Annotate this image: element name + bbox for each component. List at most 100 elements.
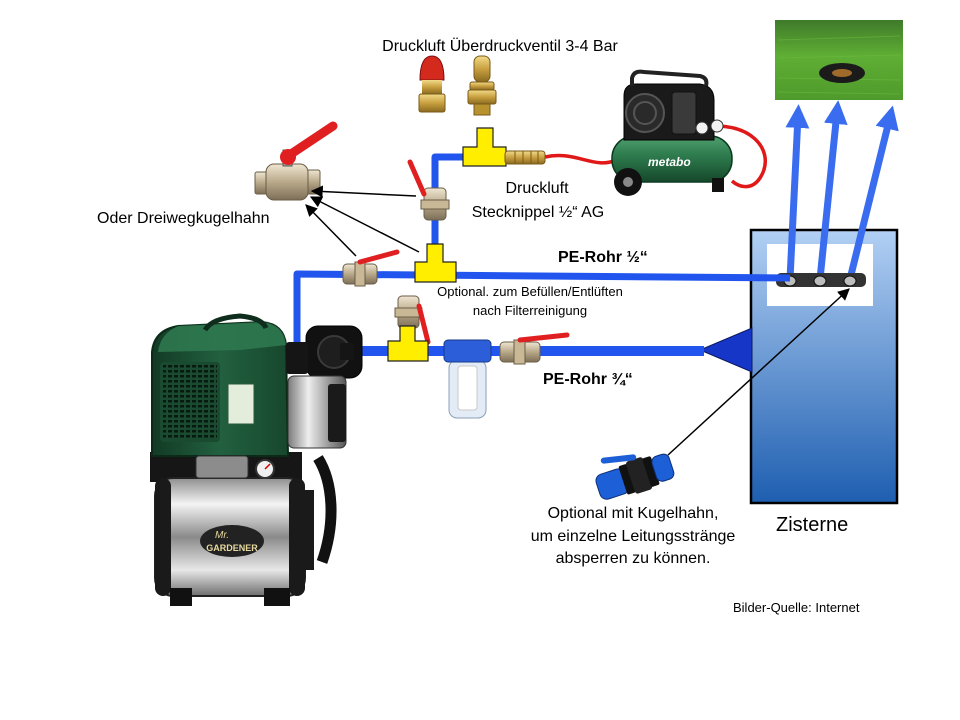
optional-valve-lever xyxy=(600,454,637,464)
tee-fitting-main xyxy=(414,243,457,283)
pump-brand-logo-line1: Mr. xyxy=(215,530,229,541)
relief-valve-brass-top xyxy=(473,55,491,83)
manifold-outlet-3 xyxy=(843,275,857,287)
pump-pressure-switch xyxy=(195,455,249,479)
ball-valve-air-riser xyxy=(407,159,450,221)
pipe-three-quarter-inch-label: PE-Rohr ¾“ xyxy=(543,371,633,388)
pointer-arrow-2 xyxy=(309,196,420,253)
ball-valve-nut xyxy=(354,261,366,287)
pump-sticker xyxy=(227,383,255,425)
cistern-label: Zisterne xyxy=(776,514,848,536)
pump-inlet-fitting xyxy=(340,343,354,360)
optional-valve-label-line2: um einzelne Leitungsstränge xyxy=(531,528,736,545)
main-valve-nut xyxy=(513,339,526,365)
compression-nut-left xyxy=(618,464,636,495)
relief-valve-red-body xyxy=(422,80,442,94)
pump-brand-plate xyxy=(200,525,264,557)
ball-valve-half-inch xyxy=(342,249,400,287)
image-source-label: Bilder-Quelle: Internet xyxy=(733,600,860,615)
fill-vent-valve-handle xyxy=(416,303,431,345)
pipe-half-inch-label: PE-Rohr ½“ xyxy=(558,249,648,266)
lawn-sprinkler-photo xyxy=(775,20,903,100)
arrow-to-lawn-3 xyxy=(846,105,899,280)
pump-carry-handle xyxy=(202,313,269,332)
pump-bracket xyxy=(300,490,314,570)
three-way-valve-body xyxy=(265,163,309,201)
filter-head xyxy=(443,339,492,363)
optional-valve-body xyxy=(626,457,653,494)
air-hose-loop xyxy=(699,124,767,189)
pump-brand-logo-line2: GARDENER xyxy=(206,543,258,553)
pump-housing-top xyxy=(158,322,286,352)
optional-fill-label-line1: Optional. zum Befüllen/Entlüften xyxy=(437,284,623,299)
pump-outlet-fitting xyxy=(286,342,308,374)
compression-fitting-right xyxy=(651,453,675,482)
tee-fitting-fill xyxy=(387,325,429,362)
compressor-fan-ring xyxy=(633,101,657,125)
compressor-brand-logo: metabo xyxy=(648,155,691,169)
pump-foot-left xyxy=(170,588,192,606)
riser-valve-handle xyxy=(407,159,427,197)
relief-valve-brass-ring xyxy=(469,81,495,91)
pipe-half-inch xyxy=(293,270,791,348)
compression-nut-right xyxy=(642,456,660,487)
air-nipple-label-line1: Druckluft xyxy=(505,180,569,197)
distribution-manifold xyxy=(776,273,866,287)
compressor-handle xyxy=(630,69,709,87)
relief-valve-label: Druckluft Überdruckventil 3-4 Bar xyxy=(382,37,618,55)
nipple-ribs xyxy=(514,151,539,164)
pump-foot-right xyxy=(264,588,290,606)
pump-flex-hose xyxy=(313,455,337,564)
optional-fill-label-line2: nach Filterreinigung xyxy=(473,303,587,318)
arrow-to-lawn-1 xyxy=(785,104,810,280)
pointer-arrow-1 xyxy=(310,185,417,198)
main-valve-handle xyxy=(517,332,570,343)
sprinkler-head xyxy=(832,69,852,77)
fill-vent-valve xyxy=(394,295,431,345)
water-filter xyxy=(443,339,492,419)
pointer-arrow-4 xyxy=(667,288,850,456)
optional-valve-label-line3: absperren zu können. xyxy=(556,550,711,567)
ball-valve-three-quarter-inch xyxy=(499,332,570,365)
pump-vent-slots xyxy=(163,365,217,439)
pump-head-flange xyxy=(328,384,346,442)
optional-ball-valve-photo xyxy=(595,453,675,500)
ball-valve-handle xyxy=(357,249,400,265)
relief-valve-red xyxy=(418,55,446,113)
relief-valve-brass-thread xyxy=(473,103,491,116)
garden-pump-unit: Mr. GARDENER xyxy=(150,313,363,606)
lawn xyxy=(775,20,903,100)
compressor-foot xyxy=(712,178,724,192)
air-nipple-label-line2: Stecknippel ½“ AG xyxy=(472,204,605,221)
intake-funnel xyxy=(698,327,753,373)
three-way-ball-valve xyxy=(254,121,338,201)
riser-valve-nut xyxy=(420,199,450,210)
relief-valve-brass xyxy=(467,55,497,116)
pointer-arrow-3 xyxy=(305,204,357,257)
compressor-gauge-2 xyxy=(710,119,724,133)
manifold-outlet-2 xyxy=(813,275,827,287)
arrow-to-lawn-2 xyxy=(816,100,848,280)
three-way-valve-hub xyxy=(280,149,296,165)
lawn-texture xyxy=(777,35,901,95)
air-hose xyxy=(544,153,617,165)
filter-cartridge xyxy=(457,365,478,411)
relief-valve-red-cap xyxy=(419,55,445,81)
three-way-valve-handle xyxy=(283,121,338,161)
compressor: metabo xyxy=(611,69,733,196)
relief-valve-red-hex xyxy=(418,93,446,113)
compressor-wheel-hub xyxy=(623,177,633,187)
tee-fitting-air xyxy=(462,127,507,167)
relief-valve-brass-hex xyxy=(467,89,497,105)
nipple-body xyxy=(504,150,546,165)
pump-gauge-needle xyxy=(264,463,271,470)
air-coupling-nipple xyxy=(504,150,546,165)
pump-tank-cap-left xyxy=(155,478,171,596)
compressor-cylinder xyxy=(671,91,697,135)
compressor-fan-cover xyxy=(625,93,665,133)
optional-valve-label-line1: Optional mit Kugelhahn, xyxy=(548,505,719,522)
three-way-valve-label: Oder Dreiwegkugelhahn xyxy=(97,210,270,227)
compressor-gauge-1 xyxy=(695,121,709,135)
